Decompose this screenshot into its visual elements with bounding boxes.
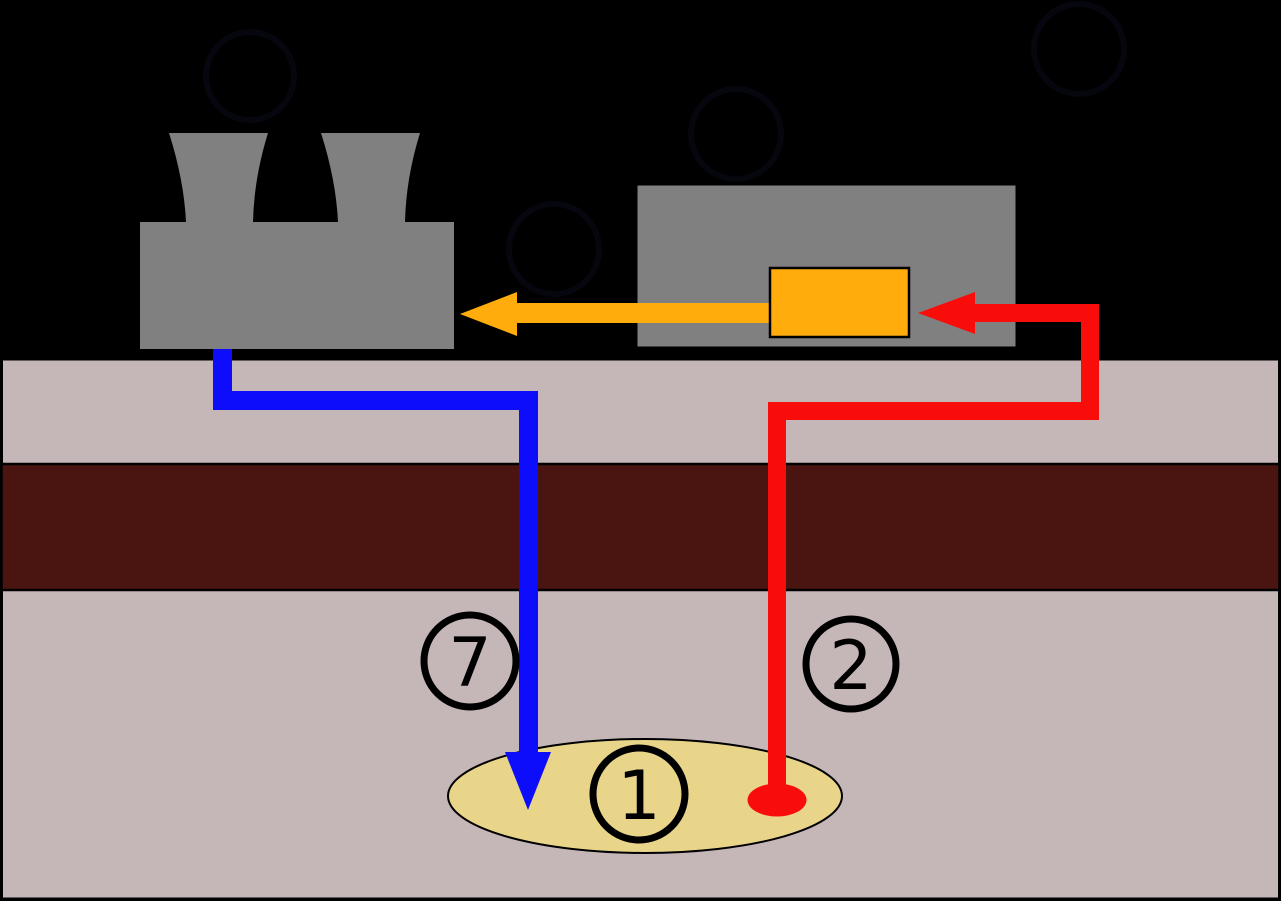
- injection-well-marker-label: 7: [448, 624, 491, 703]
- steam-circle-2: [506, 201, 602, 297]
- cooling-tower-right: [321, 133, 420, 222]
- production-well-marker-label: 2: [829, 627, 872, 706]
- reservoir-marker-label: 1: [617, 757, 660, 836]
- steam-circle-3: [688, 86, 784, 182]
- injection-well-marker-circle: [420, 611, 520, 711]
- production-well-intake: [747, 783, 807, 817]
- steam-circle-1: [203, 29, 297, 123]
- injection-pipe: [213, 349, 538, 753]
- production-pipe: [768, 304, 1099, 800]
- production-pipe-arrowhead: [918, 292, 975, 334]
- heat-exchanger-box: [768, 266, 911, 339]
- cooling-tower-left: [169, 133, 268, 222]
- injection-pipe-arrowhead: [505, 752, 551, 810]
- reservoir-ellipse: [447, 738, 843, 854]
- reservoir-marker-circle: [589, 744, 689, 844]
- steam-circle-4: [1031, 1, 1127, 97]
- heat-pipe-arrowhead: [460, 292, 517, 336]
- turbine-hall-building: [140, 222, 454, 349]
- caprock-layer: [0, 462, 1281, 592]
- production-well-marker-circle: [802, 615, 900, 713]
